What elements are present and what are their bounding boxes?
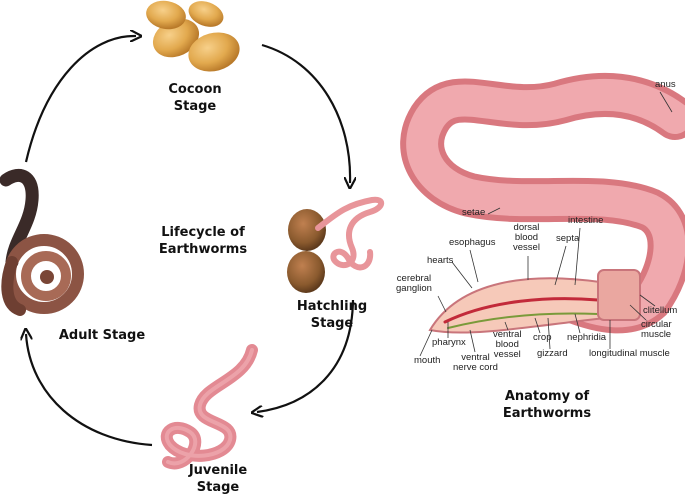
anatomy-label-crop: crop: [533, 333, 551, 343]
ventral-nerve-text-2: nerve cord: [453, 362, 498, 373]
pharynx-text: pharynx: [432, 337, 466, 348]
anatomy-label-dorsal-blood-vessel: dorsal blood vessel: [513, 223, 540, 253]
lifecycle-center-title: Lifecycle of Earthworms: [148, 224, 258, 258]
juvenile-stage-line-1: Juvenile: [188, 463, 248, 478]
hatchling-stage-line-2: Stage: [310, 316, 354, 331]
anatomy-title: Anatomy of Earthworms: [482, 388, 612, 422]
dorsal-text-2: blood: [514, 232, 539, 243]
arrow-juvenile-to-adult: [26, 334, 153, 447]
anatomy-label-anus: anus: [655, 80, 676, 90]
anatomy-label-clitellum: clitellum: [643, 306, 677, 316]
gizzard-text: gizzard: [537, 348, 568, 359]
cocoon-stage-line-2: Stage: [173, 99, 217, 114]
ventral-blood-text-1: ventral: [493, 329, 522, 340]
esophagus-text: esophagus: [449, 237, 496, 248]
cerebral-text-2: ganglion: [396, 283, 432, 294]
arrow-cocoon-to-hatchling: [261, 43, 350, 183]
adult-image: [0, 169, 84, 316]
cerebral-text-1: cerebral: [396, 273, 432, 284]
anatomy-label-cerebral-ganglion: cerebral ganglion: [396, 274, 432, 294]
hearts-text: hearts: [427, 255, 454, 266]
cocoon-stage-label: Cocoon Stage: [150, 81, 240, 115]
mouth-text: mouth: [414, 355, 441, 366]
adult-stage-line-1: Adult Stage: [58, 328, 146, 343]
lifecycle-arrows: [24, 36, 355, 447]
intestine-text: intestine: [568, 215, 604, 226]
anatomy-label-septa: septa: [556, 234, 579, 244]
anatomy-label-hearts: hearts: [427, 256, 453, 266]
juvenile-stage-line-2: Stage: [196, 480, 240, 495]
arrow-adult-to-cocoon: [24, 36, 136, 163]
center-title-line-1: Lifecycle of: [161, 225, 245, 240]
longitudinal-muscle-text: longitudinal muscle: [589, 348, 670, 359]
anatomy-title-line-2: Earthworms: [502, 406, 592, 421]
arrow-hatchling-to-juvenile: [257, 299, 355, 412]
juvenile-image: [160, 344, 258, 470]
center-title-line-2: Earthworms: [158, 242, 248, 257]
anatomy-label-ventral-blood-vessel: ventral blood vessel: [493, 330, 522, 360]
septa-text: septa: [556, 233, 580, 244]
adult-stage-label: Adult Stage: [52, 327, 152, 344]
anus-text: anus: [655, 79, 676, 90]
setae-text: setae: [462, 207, 486, 218]
clitellum-text: clitellum: [643, 305, 678, 316]
nephridia-text: nephridia: [567, 332, 607, 343]
anatomy-image: [400, 73, 685, 334]
dorsal-text-1: dorsal: [513, 222, 540, 233]
anatomy-label-longitudinal-muscle: longitudinal muscle: [589, 349, 670, 359]
anatomy-label-mouth: mouth: [414, 356, 440, 366]
anatomy-label-setae: setae: [462, 208, 485, 218]
cocoon-image: [146, 0, 240, 72]
ventral-blood-text-3: vessel: [493, 349, 521, 360]
anatomy-label-nephridia: nephridia: [567, 333, 606, 343]
hatchling-image: [287, 196, 385, 293]
hatchling-stage-line-1: Hatchling: [296, 299, 368, 314]
circular-text-2: muscle: [641, 329, 672, 340]
anatomy-label-ventral-nerve-cord: ventral nerve cord: [453, 353, 498, 373]
dorsal-text-3: vessel: [513, 242, 540, 253]
circular-text-1: circular: [641, 319, 672, 330]
anatomy-title-line-1: Anatomy of: [504, 389, 590, 404]
ventral-blood-text-2: blood: [495, 339, 519, 350]
anatomy-label-pharynx: pharynx: [432, 338, 466, 348]
anatomy-label-circular-muscle: circular muscle: [641, 320, 672, 340]
hatchling-stage-label: Hatchling Stage: [282, 298, 382, 332]
anatomy-label-intestine: intestine: [568, 216, 603, 226]
crop-text: crop: [533, 332, 552, 343]
anatomy-label-esophagus: esophagus: [449, 238, 495, 248]
cocoon-stage-line-1: Cocoon: [168, 82, 222, 97]
juvenile-stage-label: Juvenile Stage: [168, 462, 268, 496]
anatomy-label-gizzard: gizzard: [537, 349, 568, 359]
ventral-nerve-text-1: ventral: [461, 352, 490, 363]
